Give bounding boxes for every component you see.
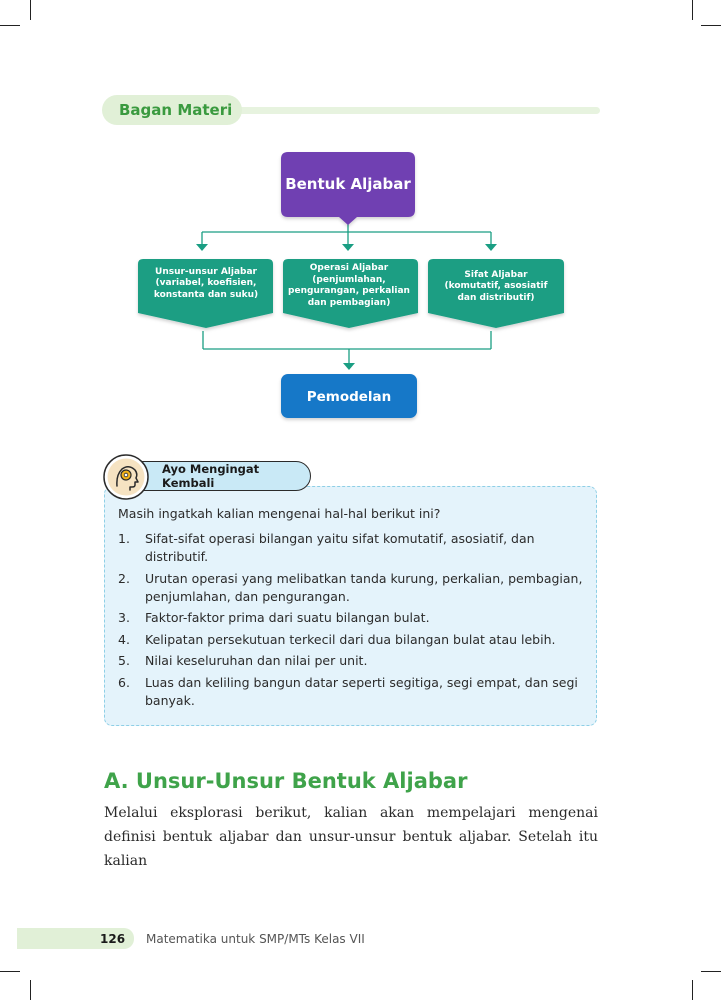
head-gear-icon [103, 454, 149, 500]
item-text: Nilai keseluruhan dan nilai per unit. [145, 653, 368, 668]
crop-mark [692, 0, 693, 20]
node-shape-2 [283, 259, 418, 328]
node-line: dan pembagian) [307, 297, 391, 308]
node-operasi-aljabar: Operasi Aljabar (penjumlahan, penguranga… [284, 262, 414, 310]
arrowheads [196, 244, 497, 370]
crop-mark [30, 980, 31, 1000]
list-item: 5. Nilai keseluruhan dan nilai per unit. [118, 652, 588, 670]
item-text: Sifat-sifat operasi bilangan yaitu sifat… [145, 531, 535, 564]
list-item: 3. Faktor-faktor prima dari suatu bilanga… [118, 609, 588, 627]
crop-mark [701, 25, 721, 26]
ayo-intro: Masih ingatkah kalian mengenai hal-hal b… [118, 506, 441, 521]
node-line: (penjumlahan, [312, 274, 386, 285]
item-number: 6. [118, 674, 130, 690]
item-number: 1. [118, 531, 130, 546]
item-number: 5. [118, 653, 130, 668]
crop-mark [30, 0, 31, 20]
node-line: Unsur-unsur Aljabar [155, 266, 257, 277]
section-paragraph: Melalui eksplorasi berikut, kalian akan … [104, 805, 598, 869]
node-line: Operasi Aljabar [309, 263, 389, 273]
concept-flowchart [138, 152, 564, 418]
crop-mark [701, 971, 721, 972]
node-unsur-aljabar: Unsur-unsur Aljabar (variabel, koefisien… [140, 262, 272, 306]
item-text: Urutan operasi yang melibatkan tanda kur… [145, 570, 583, 604]
pemodelan-box: Pemodelan [306, 389, 392, 405]
item-number: 4. [118, 631, 130, 647]
node-line: pengurangan, perkalian [288, 286, 410, 296]
bagan-materi-title: Bagan Materi [102, 95, 242, 125]
page-number: 126 [100, 931, 126, 946]
list-item: 4. Kelipatan persekutuan terkecil dari du… [118, 631, 588, 649]
connectors [201, 222, 492, 364]
node-sifat-aljabar: Sifat Aljabar (komutatif, asosiatif dan … [429, 265, 563, 309]
crop-mark [692, 980, 693, 1000]
node-line: Sifat Aljabar [464, 269, 528, 280]
node-shape-1 [138, 259, 273, 328]
item-text: Luas dan keliling bangun datar seperti s… [145, 674, 578, 708]
pemodelan-shape [281, 374, 417, 418]
ayo-mengingat-box [104, 486, 597, 726]
item-number: 3. [118, 610, 130, 625]
section-heading: A. Unsur-Unsur Bentuk Aljabar [104, 769, 468, 793]
crop-mark [0, 25, 20, 26]
list-item: 1. Sifat-sifat operasi bilangan yaitu sif… [118, 530, 588, 566]
book-title: Matematika untuk SMP/MTs Kelas VII [146, 931, 365, 946]
ayo-mengingat-title: Ayo Mengingat Kembali [118, 461, 311, 491]
header-rule [200, 107, 600, 114]
node-line: konstanta dan suku) [153, 289, 259, 300]
list-item: 2. Urutan operasi yang melibatkan tanda k… [118, 570, 588, 606]
bentuk-aljabar-box: Bentuk Aljabar [285, 175, 411, 193]
crop-mark [0, 971, 20, 972]
ayo-list: 1. Sifat-sifat operasi bilangan yaitu sif… [118, 530, 588, 713]
node-line: (komutatif, asosiatif [444, 281, 548, 292]
item-number: 2. [118, 570, 130, 586]
list-item: 6. Luas dan keliling bangun datar seperti… [118, 674, 588, 710]
item-text: Kelipatan persekutuan terkecil dari dua … [145, 631, 556, 647]
node-shape-3 [428, 259, 564, 328]
bentuk-aljabar-shape [281, 152, 415, 225]
item-text: Faktor-faktor prima dari suatu bilangan … [145, 610, 430, 625]
node-line: (variabel, koefisien, [155, 278, 257, 289]
page-number-bar [17, 928, 134, 949]
node-line: dan distributif) [457, 292, 535, 303]
